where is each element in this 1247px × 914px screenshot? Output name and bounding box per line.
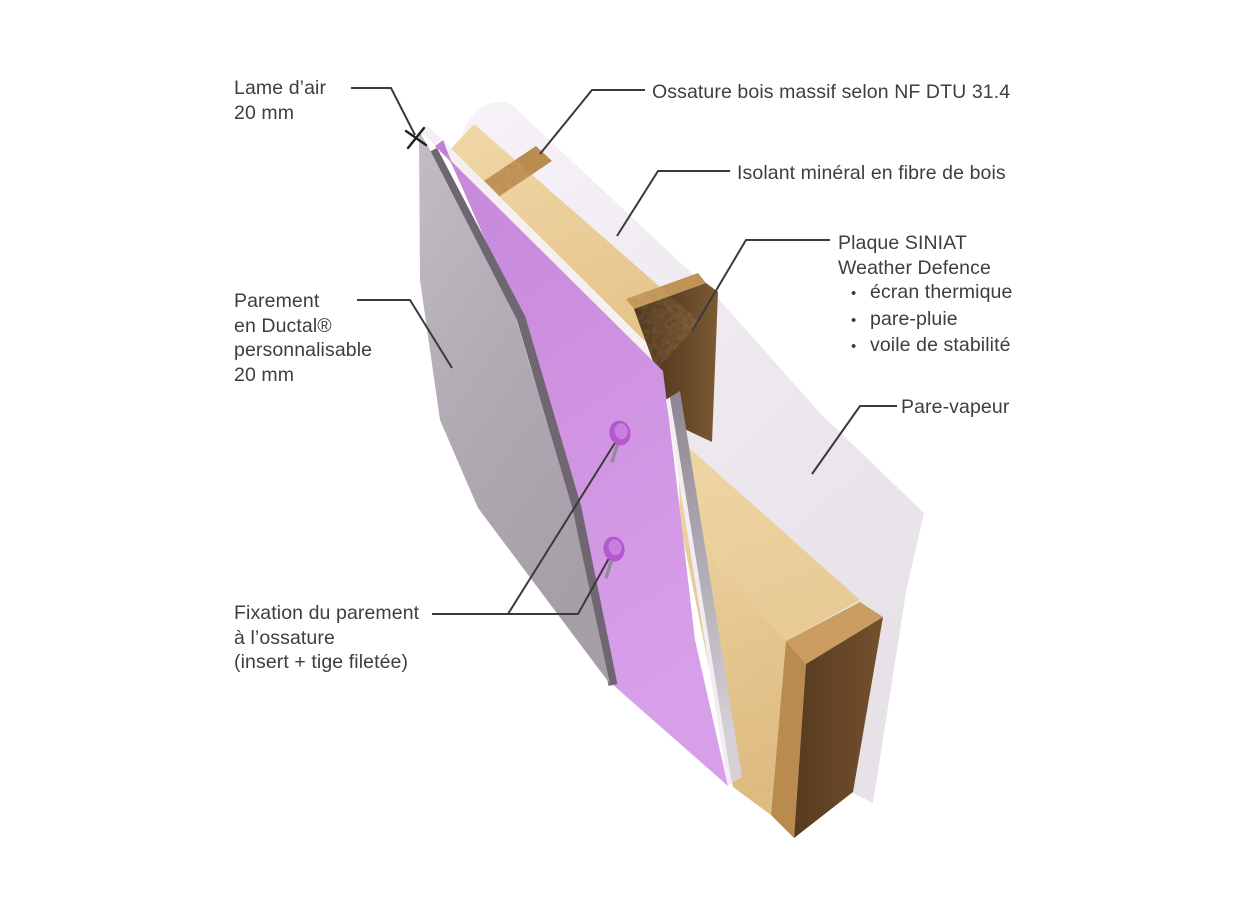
wood-stud-front-face (771, 641, 806, 838)
label-ossature: Ossature bois massif selon NF DTU 31.4 (652, 81, 1011, 103)
leader-fixation-a (507, 437, 619, 615)
leader-parement (357, 299, 453, 369)
label-siniat-line2: Weather Defence (838, 256, 991, 279)
wood-stud-top-face (786, 602, 883, 664)
label-lame-dair: Lame d’air 20 mm (234, 76, 326, 125)
label-lame-dair-line2: 20 mm (234, 101, 295, 124)
label-siniat: Plaque SINIAT Weather Defence •écran the… (838, 231, 1012, 360)
label-siniat-line1: Plaque SINIAT (838, 232, 967, 254)
bullet-icon: • (851, 338, 857, 355)
dimension-mark-icon (404, 126, 428, 150)
fixation-insert-1 (609, 420, 631, 463)
concrete-panel-edge (429, 147, 618, 686)
leader-isolant (616, 170, 730, 237)
label-siniat-bullet-2: •pare-pluie (838, 307, 1012, 334)
label-lame-dair-line1: Lame d’air (234, 77, 327, 99)
siniat-panel-face (437, 147, 728, 786)
leader-fixation-b (432, 550, 614, 615)
bullet-icon: • (851, 285, 857, 302)
label-pare-vapeur: Pare-vapeur (901, 396, 1010, 418)
bullet-icon: • (851, 311, 857, 329)
leader-lame-dair (351, 87, 416, 136)
siniat-panel-edge-white (666, 397, 732, 786)
wood-stud-dark-face (794, 617, 883, 838)
leader-siniat (691, 239, 830, 332)
label-siniat-bullet-1: •écran thermique (838, 280, 1012, 307)
label-siniat-bullet-3: •voile de stabilité (838, 333, 1012, 360)
label-parement: Parement en Ductal® personnalisable 20 m… (234, 290, 373, 386)
siniat-panel-edge-core (670, 391, 742, 783)
label-fixation: Fixation du parement à l’ossature (inser… (234, 602, 420, 673)
label-isolant: Isolant minéral en fibre de bois (737, 162, 1006, 184)
leader-ossature (539, 89, 645, 155)
fixation-insert-2 (603, 536, 625, 579)
leader-pare-vapeur (811, 405, 897, 475)
air-gap-corner (419, 125, 441, 145)
leader-lines (351, 87, 897, 615)
